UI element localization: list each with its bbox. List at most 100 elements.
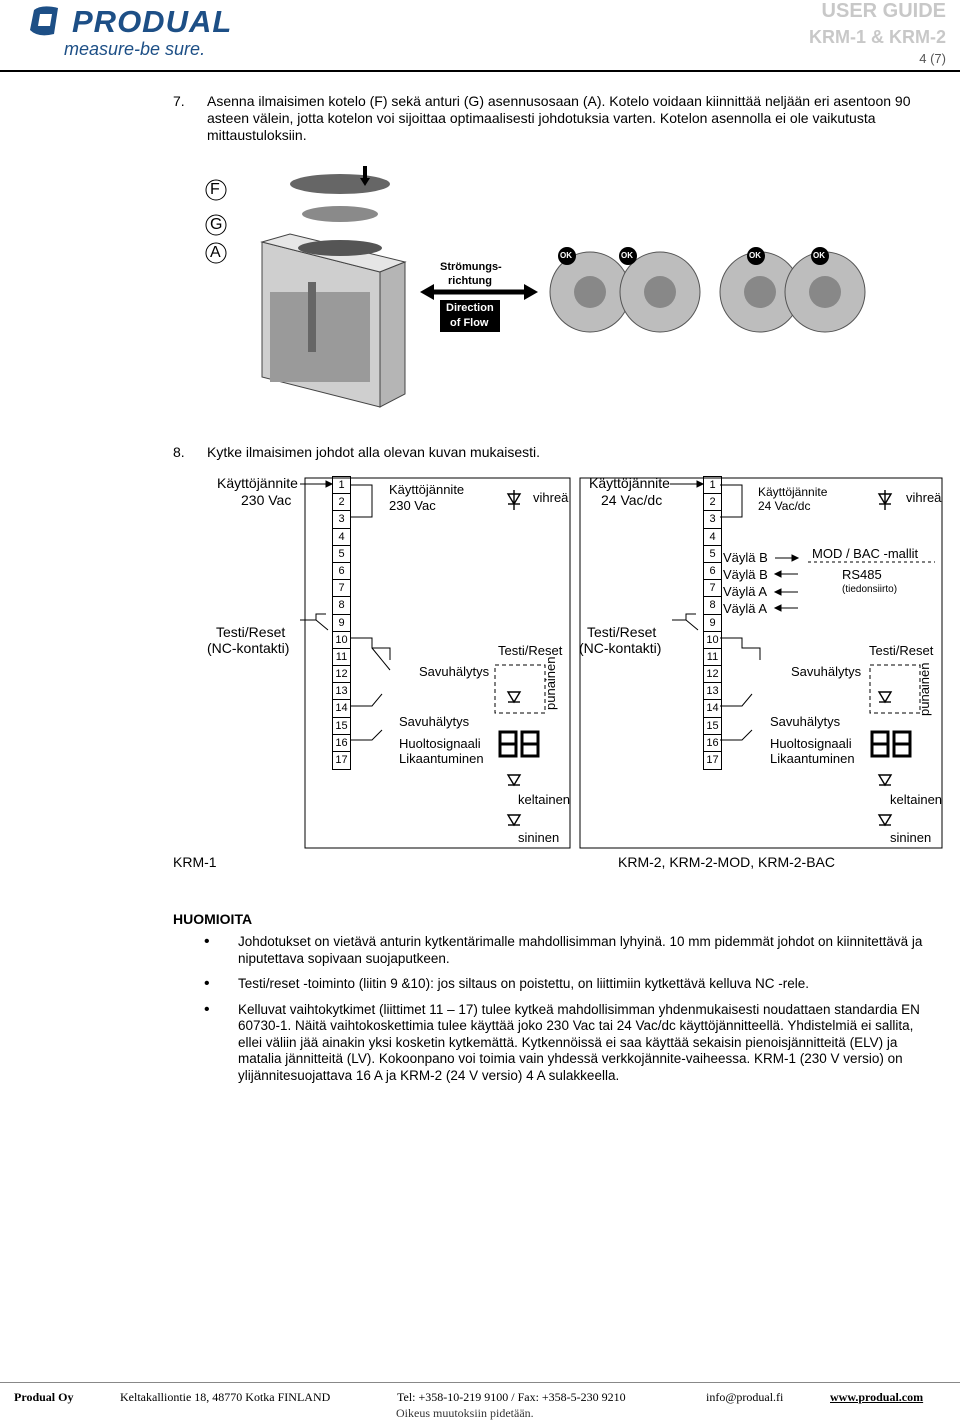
step8-text: Kytke ilmaisimen johdot alla olevan kuva… (207, 444, 541, 460)
flow-label-en-1: Direction (446, 302, 494, 314)
note-item: Kelluvat vaihtokytkimet (liittimet 11 – … (200, 1002, 940, 1085)
terminal-12: 12 (333, 666, 350, 684)
header-rule (0, 70, 960, 72)
terminal-5: 5 (333, 546, 350, 563)
footer-phone: Tel: +358-10-219 9100 / Fax: +358-5-230 … (397, 1390, 626, 1404)
wiring-lines (300, 477, 943, 849)
terminal-8: 8 (704, 597, 721, 615)
krm2-supply-label: Käyttöjännite (589, 475, 670, 491)
terminal-10: 10 (333, 632, 350, 649)
krm2-rs485-label: RS485 (842, 567, 882, 582)
footer-email[interactable]: info@produal.fi (706, 1390, 784, 1404)
terminal-12: 12 (704, 666, 721, 684)
krm1-smoke-alarm-2: Savuhälytys (399, 714, 470, 729)
krm1-supply-voltage: 230 Vac (241, 492, 292, 508)
terminal-1: 1 (704, 477, 721, 495)
notes-title: HUOMIOITA (173, 911, 253, 927)
logo: PRODUAL measure-be sure. (28, 4, 268, 59)
krm2-test-label: Testi/Reset (587, 624, 657, 640)
page-number: 4 (7) (919, 51, 946, 66)
note-item: Testi/reset -toiminto (liitin 9 &10): jo… (200, 976, 940, 993)
terminal-16: 16 (704, 735, 721, 752)
krm2-yellow-led-label: keltainen (890, 792, 943, 807)
terminal-13: 13 (704, 683, 721, 701)
ok-badge: OK (621, 251, 633, 260)
terminal-10: 10 (704, 632, 721, 649)
brand-tagline: measure-be sure. (64, 39, 206, 59)
doc-type: USER GUIDE (821, 0, 946, 22)
krm2-green-led-label: vihreä (906, 490, 942, 505)
krm2-bus-b-5: Väylä B (723, 550, 768, 565)
krm1-inner-voltage: 230 Vac (389, 498, 436, 513)
terminal-4: 4 (333, 529, 350, 546)
terminal-3: 3 (704, 511, 721, 529)
krm2-rs485-sub: (tiedonsiirto) (842, 584, 898, 595)
terminal-16: 16 (333, 735, 350, 752)
flow-label-de-1: Strömungs- (440, 261, 502, 273)
krm1-nc-label: (NC-kontakti) (207, 640, 290, 656)
krm1-dirt-signal: Likaantuminen (399, 751, 484, 766)
brand-name: PRODUAL (72, 4, 233, 39)
terminal-14: 14 (704, 700, 721, 718)
terminal-9: 9 (333, 615, 350, 632)
terminal-2: 2 (704, 494, 721, 512)
terminal-7: 7 (333, 580, 350, 598)
footer-rights: Oikeus muutoksiin pidetään. (396, 1406, 534, 1420)
step8-number: 8. (173, 444, 185, 460)
flow-label-de-2: richtung (448, 275, 492, 287)
terminal-5: 5 (704, 546, 721, 563)
installation-drawing (205, 166, 866, 408)
krm2-dirt-signal: Likaantuminen (770, 751, 855, 766)
krm1-inner-supply: Käyttöjännite (389, 482, 465, 497)
terminal-1: 1 (333, 477, 350, 495)
terminal-15: 15 (704, 718, 721, 735)
note-item: Johdotukset on vietävä anturin kytkentär… (200, 934, 940, 967)
installation-figure: F G A Strömungs- richtung Direction of F… (200, 162, 870, 410)
terminal-3: 3 (333, 511, 350, 529)
doc-product: KRM-1 & KRM-2 (809, 27, 946, 47)
krm2-smoke-alarm-1: Savuhälytys (791, 664, 862, 679)
footer-rule (0, 1382, 960, 1383)
krm2-bus-a-7: Väylä A (723, 584, 768, 599)
krm2-red-led-label: punainen (917, 662, 932, 717)
krm2-inner-voltage: 24 Vac/dc (758, 499, 811, 513)
terminal-9: 9 (704, 615, 721, 632)
krm1-service-signal: Huoltosignaali (399, 736, 481, 751)
krm2-bus-b-6: Väylä B (723, 567, 768, 582)
krm1-caption: KRM-1 (173, 854, 217, 870)
footer-website-link[interactable]: www.produal.com (830, 1390, 924, 1404)
krm2-test-reset-label: Testi/Reset (869, 643, 934, 658)
letter-g: G (210, 216, 223, 233)
ok-badge: OK (560, 251, 572, 260)
krm2-inner-supply: Käyttöjännite (758, 485, 828, 499)
letter-a: A (210, 244, 221, 261)
terminal-15: 15 (333, 718, 350, 735)
krm2-smoke-alarm-2: Savuhälytys (770, 714, 841, 729)
krm1-green-led-label: vihreä (533, 490, 569, 505)
ok-badge: OK (813, 251, 825, 260)
terminal-17: 17 (706, 754, 719, 766)
terminal-6: 6 (704, 563, 721, 581)
terminal-2: 2 (333, 494, 350, 512)
footer-company: Produal Oy (14, 1390, 74, 1404)
footer-address: Keltakalliontie 18, 48770 Kotka FINLAND (120, 1390, 331, 1404)
krm1-blue-led-label: sininen (518, 830, 560, 845)
krm2-blue-led-label: sininen (890, 830, 932, 845)
terminal-7: 7 (704, 580, 721, 598)
notes-list: Johdotukset on vietävä anturin kytkentär… (200, 934, 940, 1093)
terminal-11: 11 (333, 649, 350, 667)
produal-logo-icon (30, 6, 58, 36)
terminal-4: 4 (704, 529, 721, 546)
krm1-red-led-label: punainen (543, 656, 558, 711)
ok-badge: OK (749, 251, 761, 260)
step7-number: 7. (173, 93, 185, 109)
krm1-yellow-led-label: keltainen (518, 792, 571, 807)
terminal-8: 8 (333, 597, 350, 615)
krm2-nc-label: (NC-kontakti) (579, 640, 662, 656)
krm2-caption: KRM-2, KRM-2-MOD, KRM-2-BAC (618, 854, 836, 870)
terminal-17: 17 (335, 754, 348, 766)
krm1-test-reset-label: Testi/Reset (498, 643, 563, 658)
